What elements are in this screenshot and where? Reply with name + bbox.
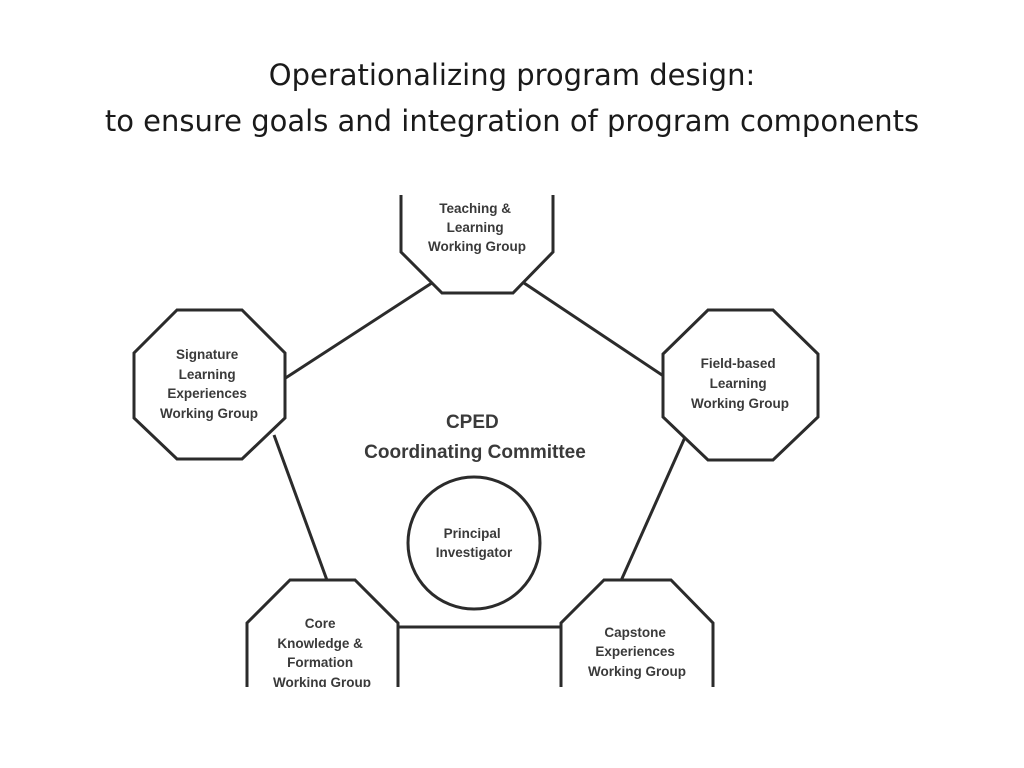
node-field-line-3: Working Group: [691, 396, 789, 411]
center-line-1: CPED: [446, 412, 499, 433]
node-capstone-line-1: Capstone: [604, 625, 666, 640]
org-diagram-svg: Teaching & Learning Working Group Signat…: [132, 195, 820, 687]
slide-title-line-2: to ensure goals and integration of progr…: [104, 104, 920, 138]
node-field-based-shape: [661, 308, 820, 462]
node-teaching-learning: Teaching & Learning Working Group: [399, 195, 555, 295]
edge-teaching-signature: [283, 277, 439, 381]
node-signature-line-1: Signature: [176, 347, 239, 362]
svg-text:Core Knowledge &: Core Knowledge & Formation Working Group: [273, 616, 371, 687]
principal-line-2: Investigator: [436, 545, 513, 560]
node-core-line-1: Core: [305, 616, 336, 631]
node-field-line-1: Field-based: [701, 356, 776, 371]
slide-title: Operationalizing program design: to ensu…: [0, 52, 1024, 144]
principal-investigator-circle: [406, 475, 542, 611]
node-teaching-learning-shape: [399, 195, 555, 295]
svg-text:CPED Coordinating Comm: CPED Coordinating Committee: [364, 412, 586, 463]
node-core-knowledge-shape: [245, 578, 400, 687]
node-teaching-line-2: Learning: [447, 220, 504, 235]
node-core-line-3: Formation: [287, 655, 353, 670]
edge-teaching-field: [517, 277, 669, 381]
node-field-line-2: Learning: [710, 376, 767, 391]
node-signature-line-2: Learning: [179, 367, 236, 382]
center-committee: CPED Coordinating Committee: [364, 412, 586, 463]
node-core-line-2: Knowledge &: [277, 636, 363, 651]
center-line-2: Coordinating Committee: [364, 442, 586, 463]
node-capstone-line-2: Experiences: [595, 644, 675, 659]
node-core-knowledge: Core Knowledge & Formation Working Group: [245, 578, 400, 687]
edge-field-capstone: [618, 434, 688, 584]
svg-text:Principal Investigator: Principal Investigator: [436, 526, 513, 560]
node-capstone-shape: [559, 578, 715, 687]
node-signature-learning-shape: [132, 308, 287, 461]
svg-text:Capstone Experiences: Capstone Experiences Working Group: [588, 625, 686, 679]
slide-title-line-1: Operationalizing program design:: [268, 58, 756, 92]
node-signature-learning: Signature Learning Experiences Working G…: [132, 308, 287, 461]
svg-text:Teaching & Learning: Teaching & Learning Working Group: [428, 201, 526, 254]
node-signature-line-3: Experiences: [167, 386, 247, 401]
node-capstone-line-3: Working Group: [588, 664, 686, 679]
node-teaching-line-1: Teaching &: [439, 201, 511, 216]
svg-text:Field-based Learning: Field-based Learning Working Group: [691, 356, 789, 411]
principal-investigator: Principal Investigator: [406, 475, 542, 611]
node-field-based: Field-based Learning Working Group: [661, 308, 820, 462]
node-core-line-4: Working Group: [273, 675, 371, 687]
node-signature-line-4: Working Group: [160, 406, 258, 421]
node-teaching-line-3: Working Group: [428, 239, 526, 254]
svg-text:Signature Learning: Signature Learning Experiences Working G…: [160, 347, 258, 421]
edge-signature-core: [272, 434, 330, 584]
principal-line-1: Principal: [444, 526, 501, 541]
diagram-edges: [272, 277, 688, 629]
node-capstone: Capstone Experiences Working Group: [559, 578, 715, 687]
org-diagram: Teaching & Learning Working Group Signat…: [120, 195, 840, 687]
